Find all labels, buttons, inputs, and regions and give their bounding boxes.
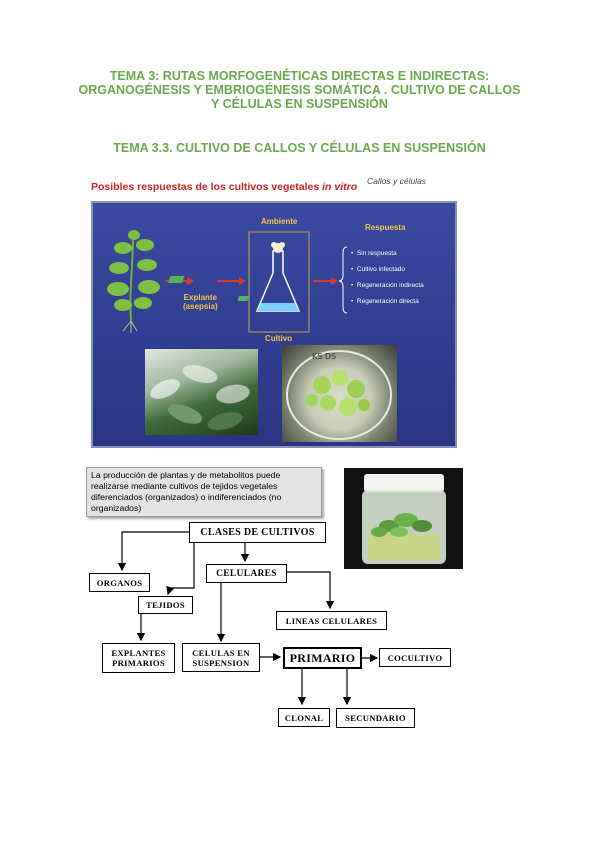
explante-label: Explante (asepsia): [183, 293, 218, 311]
slide-title: Posibles respuestas de los cultivos vege…: [91, 181, 357, 193]
intro-textbox: La producción de plantas y de metabolito…: [86, 467, 322, 517]
section-subtitle: TEMA 3.3. CULTIVO DE CALLOS Y CÉLULAS EN…: [113, 141, 486, 155]
cropped-caption: Callos y células: [367, 176, 427, 186]
box-secundario: SECUNDARIO: [336, 708, 415, 728]
leaves-drawing: [150, 364, 250, 431]
box-clonal: CLONAL: [278, 708, 330, 727]
callus-plate-photo: KS DS: [282, 345, 397, 442]
explantes-line-1: EXPLANTES: [111, 648, 166, 658]
box-clases-de-cultivos: CLASES DE CULTIVOS: [189, 522, 326, 543]
explant-icon: [167, 276, 185, 283]
cultivo-label: Cultivo: [265, 334, 293, 343]
box-cocultivo: COCULTIVO: [379, 648, 451, 667]
culture-jar-photo: [344, 468, 463, 569]
page-title: TEMA 3: RUTAS MORFOGENÉTICAS DIRECTAS E …: [0, 69, 599, 111]
box-primario: PRIMARIO: [283, 647, 362, 669]
response-item: • Regeneración directa: [351, 298, 419, 305]
explantes-line-2: PRIMARIOS: [112, 658, 165, 668]
slide-drawing: [107, 230, 348, 333]
response-item: • Regeneración indirecta: [351, 282, 424, 289]
jar-drawing: [362, 474, 446, 564]
box-lineas-celulares: LINEAS CELULARES: [276, 611, 387, 630]
flask-icon: [237, 242, 301, 312]
response-item: • Cultivo infectado: [351, 266, 405, 273]
title-line-1: TEMA 3: RUTAS MORFOGENÉTICAS DIRECTAS E …: [109, 69, 490, 83]
box-celulares: CELULARES: [206, 564, 287, 583]
box-celulas-en-suspension: CELULAS EN SUSPENSION: [182, 643, 260, 672]
box-tejidos: TEJIDOS: [138, 596, 193, 614]
celulas-line-2: SUSPENSION: [192, 657, 250, 668]
arrow-icon: [217, 277, 246, 285]
slide-title-text: Posibles respuestas de los cultivos vege…: [91, 181, 323, 193]
brace-shape: [338, 246, 348, 314]
respuesta-label: Respuesta: [365, 223, 406, 232]
title-line-3: Y CÉLULAS EN SUSPENSIÓN: [211, 97, 388, 111]
plate-label: KS DS: [312, 352, 336, 361]
plant-culture-photo: [145, 349, 258, 435]
explante-line-1: Explante: [183, 293, 218, 302]
title-line-2: ORGANOGÉNESIS Y EMBRIOGÉNESIS SOMÁTICA .…: [78, 83, 521, 97]
box-organos: ORGANOS: [89, 573, 150, 592]
slide-figure: Ambiente Explante (asepsia) Cultivo Resp…: [91, 201, 457, 448]
ambient-frame: [248, 231, 310, 333]
response-item: • Sin respuesta: [351, 250, 397, 257]
slide-title-italic: in vitro: [322, 181, 358, 193]
callus-drawing: KS DS: [286, 350, 392, 440]
ambiente-label: Ambiente: [261, 217, 298, 226]
plant-icon: [107, 230, 160, 333]
explante-line-2: (asepsia): [183, 302, 218, 311]
celulas-line-1: CELULAS EN: [192, 647, 250, 658]
arrow-icon: [313, 277, 338, 285]
box-explantes-primarios: EXPLANTES PRIMARIOS: [102, 643, 175, 673]
